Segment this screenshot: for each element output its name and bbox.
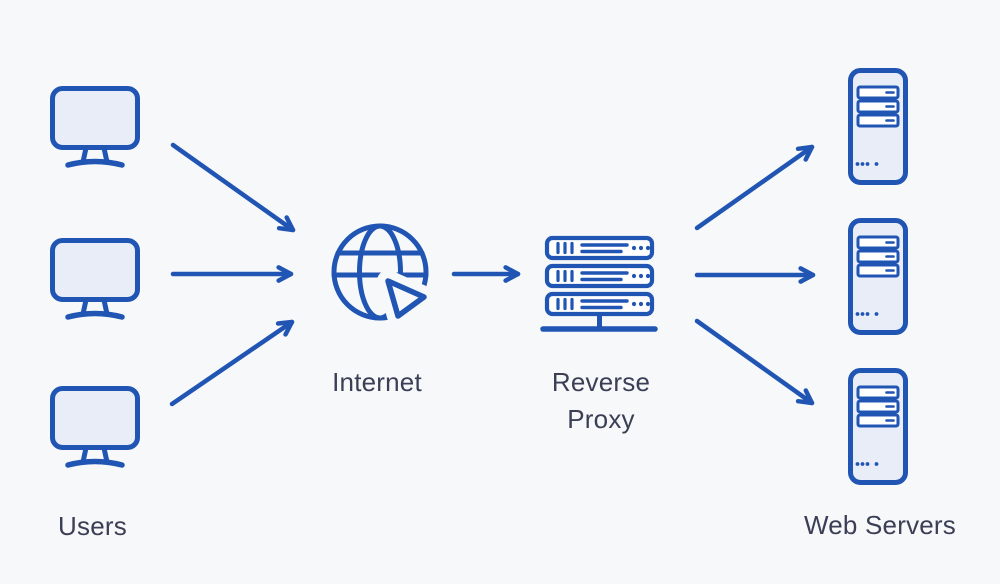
arrow-user3-to-internet	[169, 319, 295, 407]
arrow-proxy-to-server2	[694, 266, 816, 284]
globe-pointer-icon	[331, 223, 435, 327]
users-label: Users	[58, 511, 127, 541]
user-monitor-icon-2	[53, 241, 138, 318]
web-server-tower-icon-1	[851, 71, 906, 183]
server-rack-icon	[540, 238, 658, 332]
arrow-proxy-to-server3	[694, 318, 815, 406]
arrow-user1-to-internet	[170, 142, 296, 233]
web-server-tower-icon-2	[851, 221, 906, 333]
internet-label: Internet	[332, 367, 422, 397]
arrow-user2-to-internet	[170, 265, 294, 283]
reverse-proxy-label: Reverse Proxy	[551, 367, 651, 434]
arrow-internet-to-proxy	[451, 265, 521, 283]
user-monitor-icon-3	[53, 389, 138, 466]
web-server-tower-icon-3	[851, 371, 906, 483]
user-monitor-icon-1	[53, 89, 138, 166]
web-servers-label: Web Servers	[804, 510, 956, 540]
arrow-proxy-to-server1	[694, 144, 815, 231]
